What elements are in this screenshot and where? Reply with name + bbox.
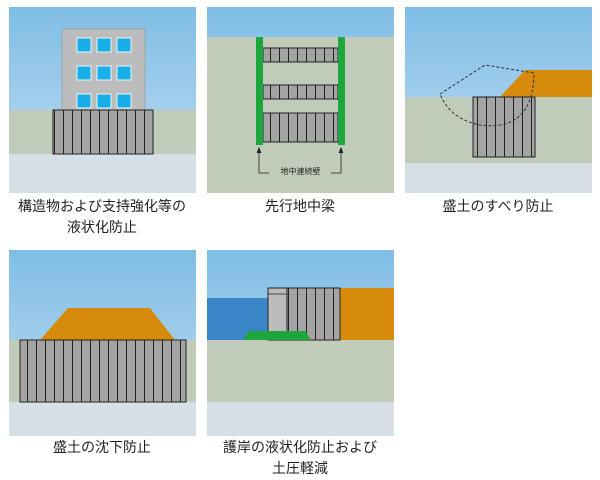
panel-embankment-slip [405,7,592,193]
caption-2: 先行地中梁 [200,197,400,218]
deep-ground [9,402,196,436]
caption-line: 先行地中梁 [265,199,335,215]
caption-line: 護岸の液状化防止および [223,440,377,456]
diaphragm-wall-left [256,37,263,145]
panel-structure-liquefaction [9,7,196,193]
soil-improvement-piles [19,339,187,403]
backfill [340,288,394,340]
caption-4: 盛土の沈下防止 [2,438,202,459]
building [61,28,146,111]
rubble-mound [243,331,311,340]
caption-1: 構造物および支持強化等の液状化防止 [2,197,202,239]
caption-line: 構造物および支持強化等の [18,199,186,215]
slip-surface [439,64,535,127]
beam [262,47,339,63]
panel-underground-beam: 地中連続壁 [207,7,394,193]
caption-5: 護岸の液状化防止および土圧軽減 [200,438,400,480]
embankment [40,308,175,340]
caption-line: 液状化防止 [67,220,137,236]
diaphragm-wall-label: 地中連続壁 [280,167,321,176]
caption-line: 盛土のすべり防止 [442,199,554,215]
deep-ground [207,402,394,436]
panel-revetment [207,250,394,436]
embankment [500,70,592,97]
soil-improvement-piles [52,109,154,155]
deep-ground [9,154,196,193]
caption-line: 盛土の沈下防止 [53,440,151,456]
panel-embankment-settlement [9,250,196,436]
diaphragm-wall-right [338,37,345,145]
beam [262,84,339,100]
caption-3: 盛土のすべり防止 [398,197,598,218]
caption-line: 土圧軽減 [272,461,328,477]
soil-improvement-piles [472,96,536,158]
label-arrows [256,146,344,174]
beam [262,112,339,143]
deep-ground [405,163,592,193]
